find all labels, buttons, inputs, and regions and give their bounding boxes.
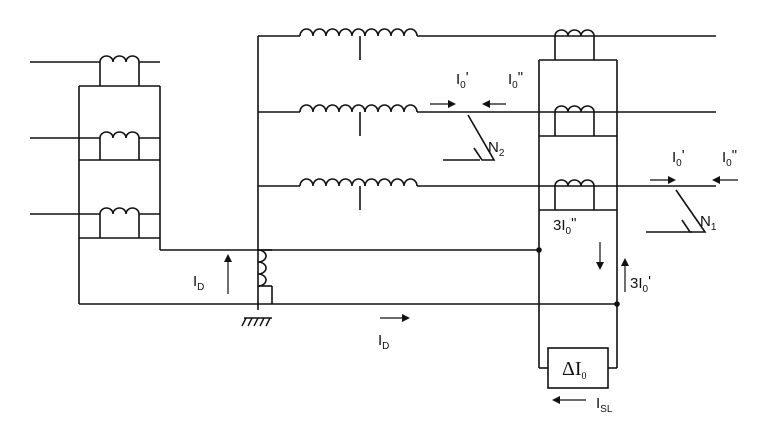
delta-i0-relay: ΔI0 <box>539 347 617 389</box>
n1-label: N1 <box>700 213 717 233</box>
isl-label: ISL <box>596 395 613 415</box>
left-current-transformers <box>30 55 161 304</box>
i0-double-prime-upper-label: I0" <box>508 69 523 91</box>
n2-label: N2 <box>488 139 505 159</box>
id-label-bottom: ID <box>378 332 389 352</box>
transformer-windings <box>257 28 555 310</box>
neutral-current-transformer <box>257 249 273 304</box>
id-label-vertical: ID <box>193 273 204 293</box>
bus-wiring <box>79 249 617 305</box>
three-i0-double-prime-label: 3I0" <box>553 215 576 237</box>
right-current-transformers <box>536 29 716 368</box>
i0-double-prime-right-label: I0" <box>722 147 737 169</box>
ground-symbol <box>241 317 272 327</box>
i0-prime-upper-label: I0' <box>456 69 469 91</box>
i0-prime-right-label: I0' <box>672 147 685 169</box>
fault-n1: N1 <box>646 189 717 233</box>
fault-n2: N2 <box>443 114 505 161</box>
current-annotations: ID ID I0' I0" I0' I0" <box>193 69 738 415</box>
delta-i0-label: ΔI0 <box>562 358 587 382</box>
three-i0-prime-label: 3I0' <box>630 273 651 295</box>
